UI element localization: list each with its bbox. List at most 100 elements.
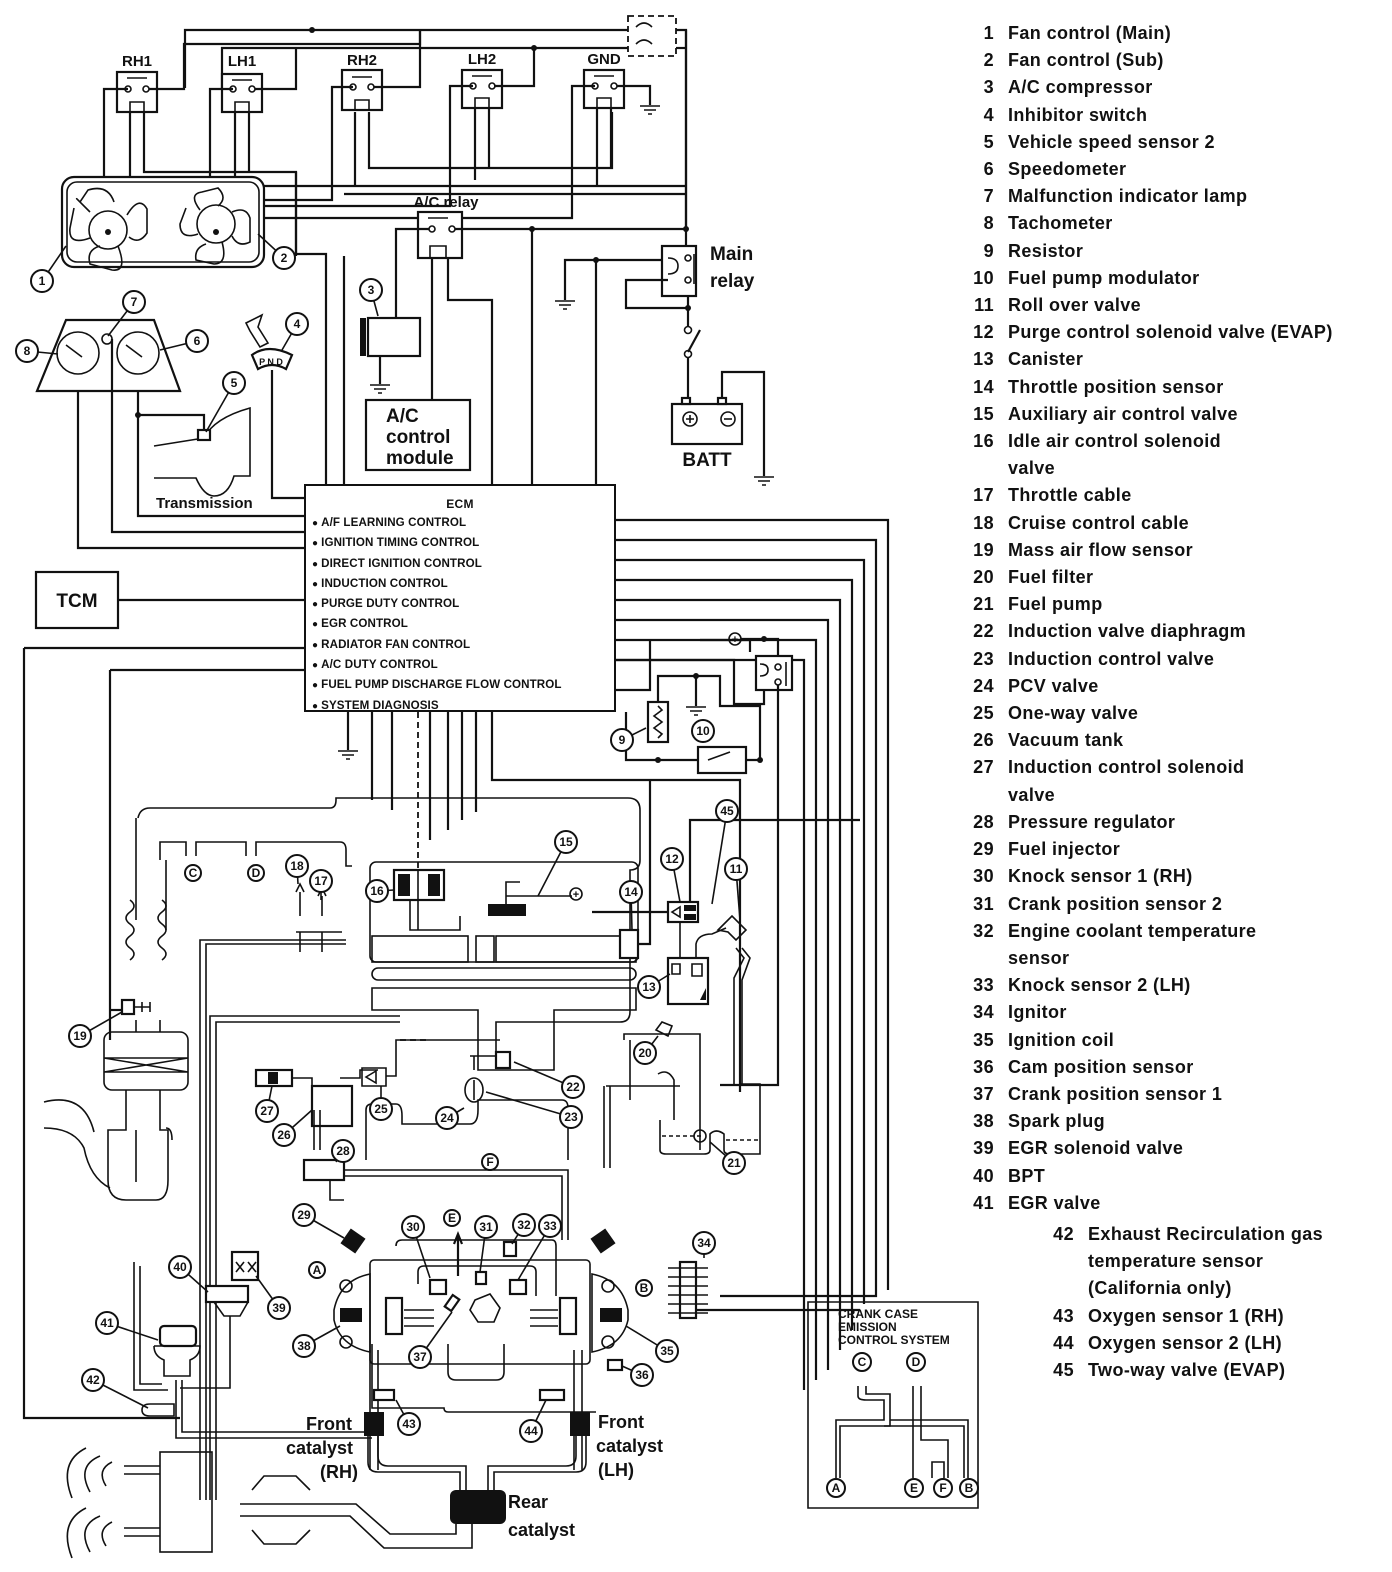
legend-item-number: 14 (973, 376, 994, 397)
callout-circle (285, 854, 309, 878)
legend-item-number: 3 (983, 77, 994, 98)
crank-position-sensor-1 (443, 1293, 461, 1313)
legend-item-number: 45 (1053, 1360, 1074, 1381)
callout-22: 22 (513, 1061, 585, 1099)
callout-circle (397, 1412, 421, 1436)
legend-item-text-continued: temperature sensor (1088, 1251, 1264, 1272)
callout-number: 29 (297, 1208, 311, 1222)
callout-number: 10 (696, 724, 710, 738)
legend-item-continuation: 42temperature sensor (1044, 1248, 1374, 1275)
front-catalyst-rh-label-2: catalyst (286, 1438, 353, 1458)
ac-relay (416, 210, 464, 260)
callout-number: 5 (231, 376, 238, 390)
ecm-function-item: INDUCTION CONTROL (312, 574, 614, 594)
legend-item: 31 Crank position sensor 2 (958, 891, 1378, 918)
legend-item-number: 17 (973, 485, 994, 506)
inhibitor-switch: P N D (244, 313, 304, 500)
legend-item-text: Fuel pump modulator (1008, 267, 1200, 288)
legend-item-text: Oxygen sensor 1 (RH) (1088, 1305, 1285, 1326)
callout-circle (95, 1311, 119, 1335)
ignitor (678, 1260, 698, 1320)
port-e-arrow (452, 1231, 464, 1276)
inset-port-f: F (933, 1478, 953, 1498)
fuel-pump-control: + (616, 632, 794, 1087)
exhaust-flow-lower (66, 1507, 113, 1559)
callout-number: 13 (642, 980, 656, 994)
legend-item-text: PCV valve (1008, 675, 1099, 696)
aac-power-label: + (573, 889, 579, 901)
callout-leader-line (485, 1091, 572, 1118)
svg-text:C: C (858, 1355, 867, 1369)
callout-26: 26 (272, 1109, 313, 1147)
callout-42: 42 (81, 1368, 149, 1409)
legend-item-text-continued: valve (1008, 458, 1056, 479)
callout-34: 34 (692, 1231, 716, 1258)
ecm-function-item: SYSTEM DIAGNOSIS (312, 696, 614, 716)
power-plus-label: + (732, 634, 738, 646)
resistor (646, 700, 670, 744)
legend-item-text: BPT (1008, 1165, 1046, 1186)
legend-item-continuation: 42(California only) (1044, 1275, 1374, 1302)
callout-7: 7 (107, 290, 146, 337)
front-catalyst-rh (364, 1412, 384, 1436)
legend-item-number: 31 (973, 893, 994, 914)
callout-circle (222, 371, 246, 395)
legend-item-text: EGR valve (1008, 1192, 1101, 1213)
callout-number: 26 (277, 1128, 291, 1142)
legend-item-number: 5 (983, 131, 994, 152)
callout-circle (81, 1368, 105, 1392)
legend-item-number: 20 (973, 567, 994, 588)
callout-number: 8 (24, 344, 31, 358)
ecm-function-item: IGNITION TIMING CONTROL (312, 533, 614, 553)
callout-39: 39 (255, 1275, 291, 1320)
legend-item-number: 42 (1053, 1224, 1074, 1244)
legend-item-text: A/C compressor (1008, 77, 1153, 98)
legend-item-number: 25 (973, 703, 994, 724)
crankcase-title-2: EMISSION (838, 1320, 897, 1334)
svg-text:A: A (832, 1481, 841, 1495)
legend-item-number: 32 (973, 920, 994, 941)
ecm-title: ECM (446, 497, 474, 511)
callout-circle (519, 1419, 543, 1443)
legend-item-text: One-way valve (1008, 703, 1139, 724)
fan-sub (179, 187, 251, 265)
engine-block (333, 1228, 860, 1470)
ecm-function-item: FUEL PUMP DISCHARGE FLOW CONTROL (312, 675, 614, 695)
radiator-fans (60, 175, 266, 271)
legend-item-number: 1 (983, 23, 994, 43)
legend-item-text: Cruise control cable (1008, 512, 1190, 533)
legend-item-text: Knock sensor 1 (RH) (1008, 866, 1193, 887)
legend-item-text: Inhibitor switch (1008, 104, 1148, 125)
legend-item-number: 24 (973, 675, 994, 696)
legend-item-number: 23 (973, 648, 994, 669)
legend-item-text: Two-way valve (EVAP) (1088, 1360, 1286, 1381)
svg-text:F: F (486, 1155, 493, 1169)
legend-item-number: 26 (973, 730, 994, 751)
fuel-pump-modulator (696, 745, 748, 775)
crankcase-emission-inset: CRANK CASE EMISSION CONTROL SYSTEM (807, 1301, 979, 1509)
callout-31: 31 (474, 1215, 498, 1273)
callout-23: 23 (485, 1091, 583, 1129)
callout-number: 14 (624, 885, 638, 899)
callout-21: 21 (709, 1141, 746, 1175)
legend-item-text: Engine coolant temperature (1008, 920, 1257, 941)
port-markers: C D E F A B C D A E F B (184, 864, 979, 1498)
callout-15: 15 (537, 830, 578, 897)
legend-item-text: Crank position sensor 2 (1008, 893, 1223, 914)
callout-circle (435, 1106, 459, 1130)
combination-meter (35, 318, 304, 550)
roll-over-valve (716, 914, 748, 942)
